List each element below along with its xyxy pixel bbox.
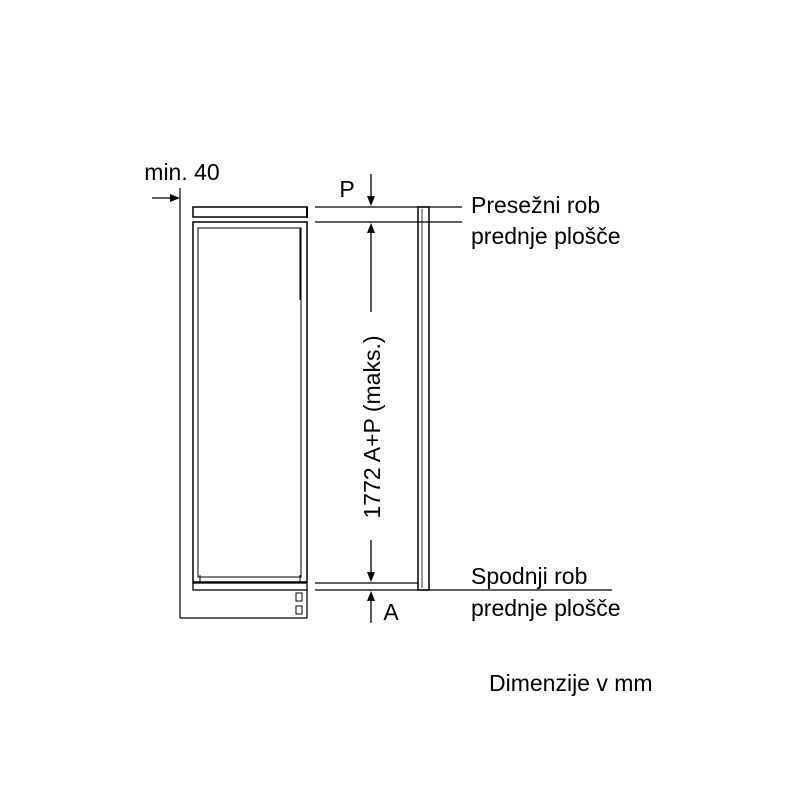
min-gap-dimension: min. 40: [144, 159, 220, 206]
top-edge-label-line2: prednje plošče: [471, 223, 621, 249]
appliance-foot-upper: [295, 592, 303, 602]
min-gap-arrowhead: [170, 194, 180, 202]
bottom-marker-arrowhead: [367, 591, 375, 601]
top-edge-annotation: Presežni rob prednje plošče: [471, 192, 621, 249]
front-panel: [417, 206, 430, 591]
reference-lines: [315, 206, 612, 591]
bottom-marker-label: A: [383, 599, 399, 625]
units-note: Dimenzije v mm: [489, 670, 653, 696]
bottom-marker: A: [367, 591, 399, 625]
height-dimension-label: 1772 A+P (maks.): [359, 335, 385, 518]
niche: [179, 205, 308, 619]
top-marker-label: P: [339, 176, 354, 202]
bottom-edge-label-line2: prednje plošče: [471, 595, 621, 621]
height-arrowhead-bottom: [367, 572, 375, 582]
front-panel-outer: [417, 206, 430, 591]
min-gap-label: min. 40: [144, 159, 219, 185]
appliance: [192, 206, 308, 615]
height-dimension: 1772 A+P (maks.): [359, 223, 385, 582]
height-arrowhead-top: [367, 223, 375, 233]
appliance-bottom-strip: [192, 582, 308, 591]
bottom-edge-annotation: Spodnji rob prednje plošče: [471, 563, 621, 621]
appliance-top-plate: [192, 206, 308, 218]
appliance-door-outer: [192, 221, 308, 583]
appliance-door-inner: [197, 227, 302, 578]
top-edge-label-line1: Presežni rob: [471, 192, 600, 218]
appliance-foot-lower: [295, 605, 303, 615]
top-marker-arrowhead: [367, 196, 375, 206]
top-marker: P: [339, 174, 375, 206]
bottom-edge-label-line1: Spodnji rob: [471, 563, 587, 589]
